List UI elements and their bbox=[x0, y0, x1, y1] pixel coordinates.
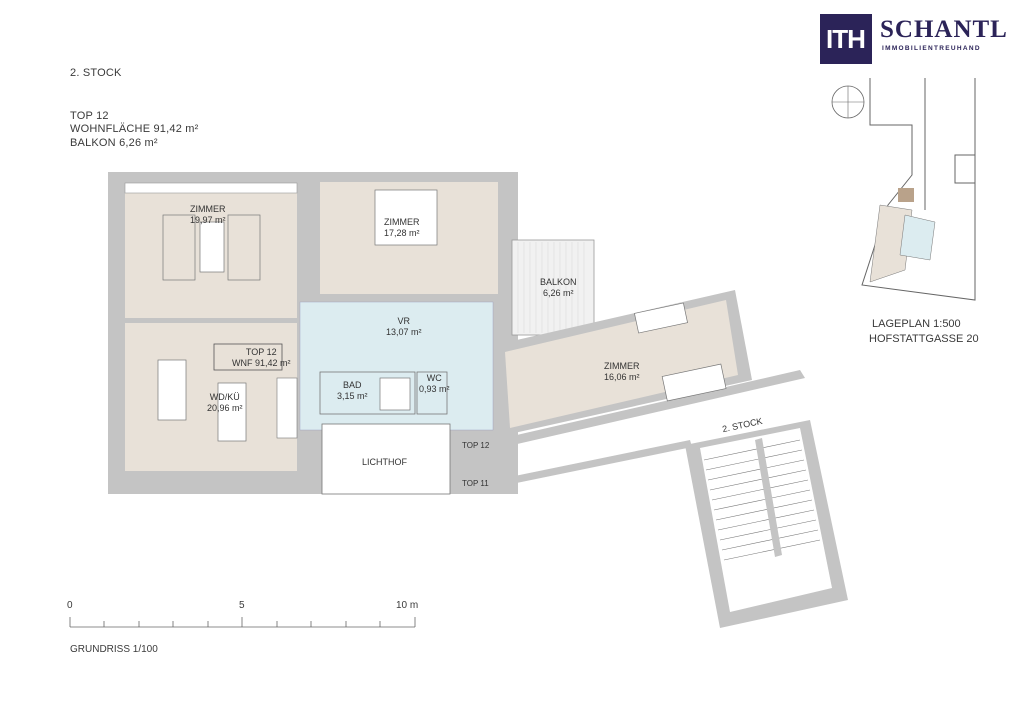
logo-mark: ITH bbox=[826, 24, 866, 54]
floor-label: 2. STOCK bbox=[70, 67, 122, 79]
room-zimmer-3 bbox=[505, 300, 738, 428]
lichthof bbox=[321, 423, 451, 495]
door-label-top12: TOP 12 bbox=[462, 441, 490, 450]
room-label-lichthof: LICHTHOF bbox=[362, 457, 407, 467]
scale-tick-5: 5 bbox=[239, 600, 245, 611]
brand-name: SCHANTL bbox=[880, 16, 1008, 43]
scale-bar bbox=[69, 617, 416, 628]
site-plan-address: HOFSTATTGASSE 20 bbox=[869, 333, 979, 345]
scale-tick-10: 10 m bbox=[396, 600, 419, 611]
scale-tick-0: 0 bbox=[67, 600, 73, 611]
balcony-area-label: BALKON 6,26 m² bbox=[70, 137, 158, 149]
room-wc bbox=[416, 371, 448, 415]
brand-tagline: IMMOBILIENTREUHAND bbox=[882, 45, 981, 52]
living-area-label: WOHNFLÄCHE 91,42 m² bbox=[70, 123, 199, 135]
brand-logo: ITH bbox=[820, 14, 872, 64]
scale-caption: GRUNDRISS 1/100 bbox=[70, 644, 158, 655]
unit-label: TOP 12 bbox=[70, 110, 109, 122]
balcony bbox=[511, 239, 595, 336]
unit-tag-box bbox=[213, 343, 283, 371]
site-plan-scale: LAGEPLAN 1:500 bbox=[872, 318, 961, 330]
door-label-top11: TOP 11 bbox=[462, 479, 489, 488]
